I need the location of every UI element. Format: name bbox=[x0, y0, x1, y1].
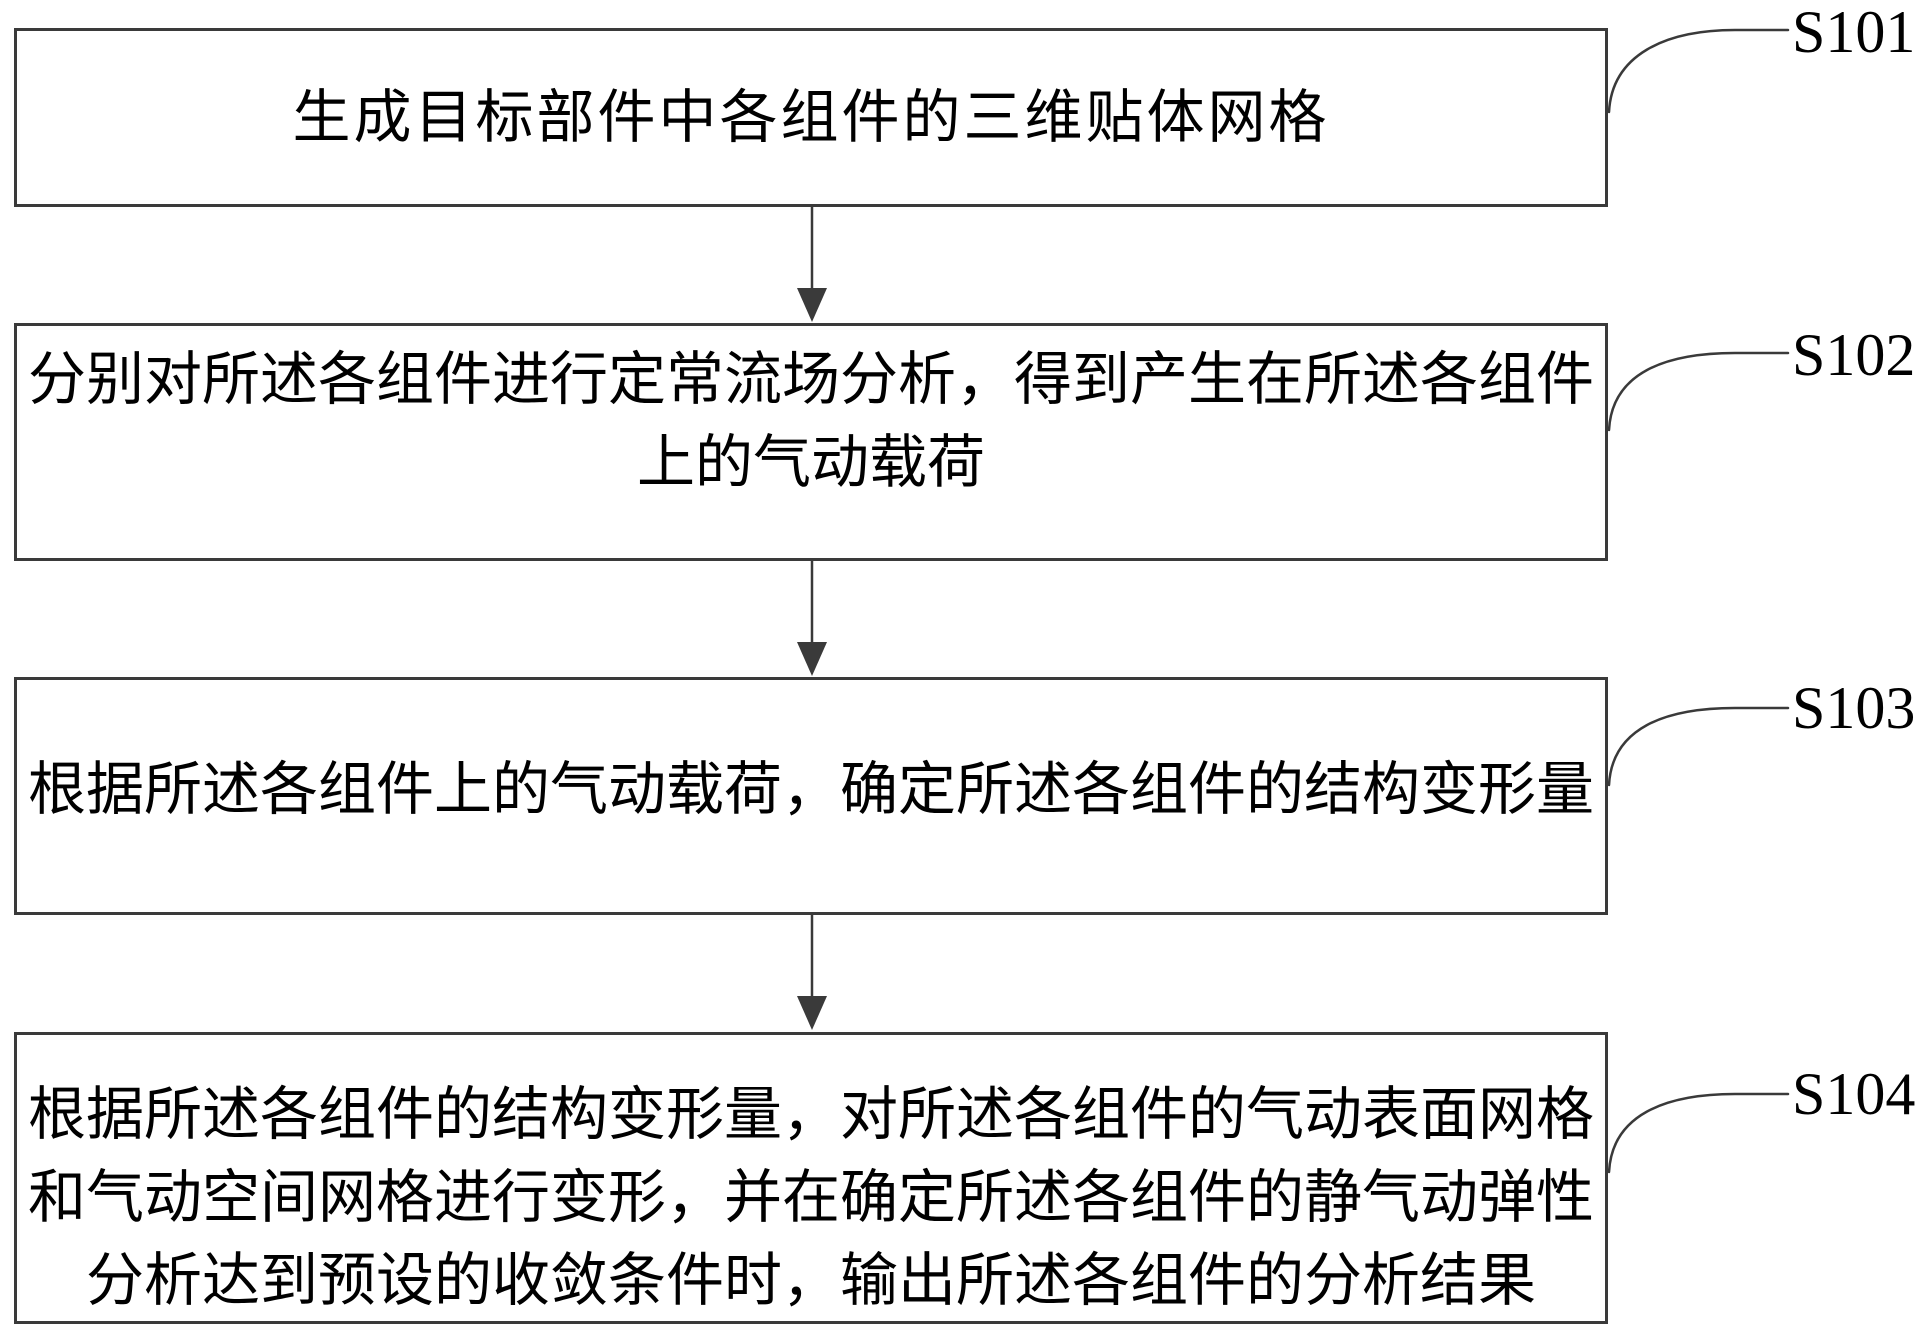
step-s104-text-line1: 根据所述各组件的结构变形量，对所述各组件的气动表面网格 bbox=[27, 1081, 1594, 1147]
step-box-s104: 根据所述各组件的结构变形量，对所述各组件的气动表面网格 和气动空间网格进行变形，… bbox=[14, 1032, 1608, 1324]
flow-arrow-down-1 bbox=[797, 207, 827, 322]
step-box-s101: 生成目标部件中各组件的三维贴体网格 bbox=[14, 28, 1608, 207]
step-label-s103: S103 bbox=[1792, 675, 1916, 741]
leader-line-s101 bbox=[1607, 28, 1790, 114]
step-s103-text: 根据所述各组件上的气动载荷，确定所述各组件的结构变形量 bbox=[27, 756, 1594, 822]
leader-line-s103 bbox=[1607, 706, 1790, 787]
flow-arrow-down-2 bbox=[797, 561, 827, 676]
step-label-s101: S101 bbox=[1792, 0, 1916, 65]
leader-line-s104 bbox=[1607, 1092, 1790, 1174]
step-label-s104: S104 bbox=[1792, 1061, 1916, 1127]
flow-arrow-down-3 bbox=[797, 915, 827, 1030]
leader-line-s102 bbox=[1607, 351, 1790, 432]
step-s104-text-line2: 和气动空间网格进行变形，并在确定所述各组件的静气动弹性 bbox=[27, 1164, 1594, 1230]
step-s104-text-line3: 分析达到预设的收敛条件时，输出所述各组件的分析结果 bbox=[85, 1247, 1536, 1313]
step-s102-text-line2: 上的气动载荷 bbox=[636, 430, 985, 495]
step-s102-text-line1: 分别对所述各组件进行定常流场分析，得到产生在所述各组件 bbox=[27, 347, 1594, 412]
step-label-s102: S102 bbox=[1792, 322, 1916, 388]
step-s101-text: 生成目标部件中各组件的三维贴体网格 bbox=[292, 85, 1330, 150]
step-box-s102: 分别对所述各组件进行定常流场分析，得到产生在所述各组件 上的气动载荷 bbox=[14, 323, 1608, 561]
step-box-s103: 根据所述各组件上的气动载荷，确定所述各组件的结构变形量 bbox=[14, 677, 1608, 915]
